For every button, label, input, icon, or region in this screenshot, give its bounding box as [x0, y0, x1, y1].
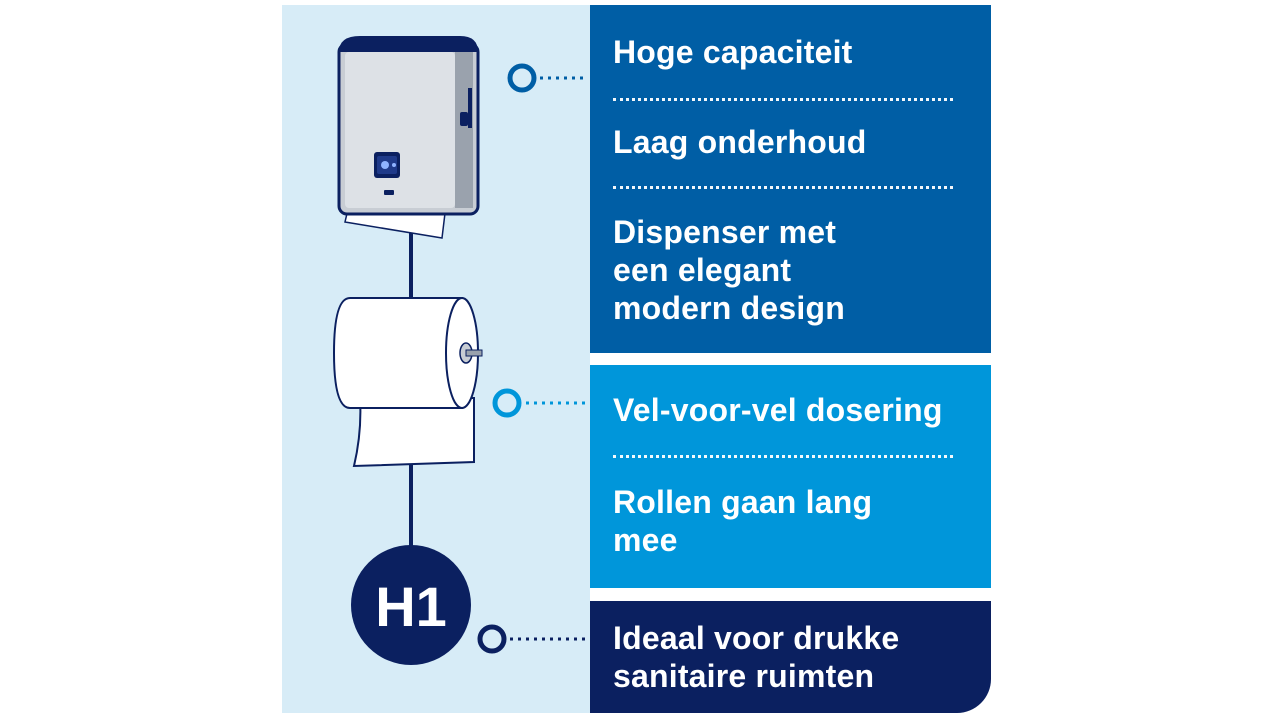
callout-pointer-2 — [492, 388, 588, 418]
feature-text: Hoge capaciteit — [613, 34, 853, 70]
h1-badge-label: H1 — [375, 575, 447, 638]
paper-towel-roll-icon — [332, 297, 483, 468]
h1-badge: H1 — [351, 545, 471, 665]
feature-text: Rollen gaan lang mee — [613, 484, 873, 558]
callout-pointer-1 — [507, 63, 588, 93]
towel-dispenser-icon — [337, 36, 480, 239]
feature-text: Laag onderhoud — [613, 124, 867, 160]
feature-group-usage: Ideaal voor drukke sanitaire ruimten — [590, 601, 991, 713]
callout-pointer-3 — [477, 624, 588, 654]
feature-text: Vel-voor-vel dosering — [613, 392, 943, 428]
feature-text: Ideaal voor drukke sanitaire ruimten — [613, 620, 900, 694]
feature-group-dosing: Vel-voor-vel dosering Rollen gaan lang m… — [590, 365, 991, 588]
dotted-separator — [613, 186, 953, 189]
feature-text: Dispenser met een elegant modern design — [613, 214, 845, 326]
dotted-separator — [613, 98, 953, 101]
dotted-separator — [613, 455, 953, 458]
feature-group-capacity: Hoge capaciteit Laag onderhoud Dispenser… — [590, 5, 991, 353]
